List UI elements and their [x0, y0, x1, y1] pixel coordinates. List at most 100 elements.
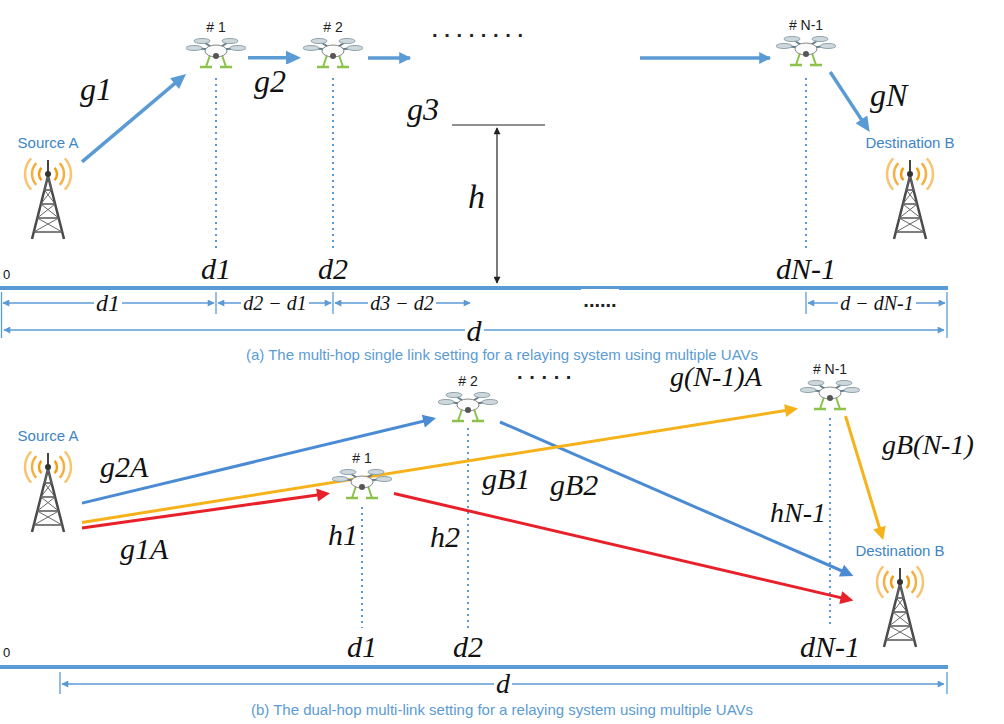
- drop-line: [332, 78, 334, 250]
- uav-relay: # 1: [184, 16, 248, 74]
- link-line: [82, 421, 425, 503]
- channel-gain-label: g1: [78, 72, 114, 107]
- ellipsis: ......: [581, 289, 618, 311]
- axis-origin: 0: [3, 646, 10, 660]
- height-label: h: [466, 178, 487, 215]
- link-line: [500, 422, 843, 572]
- ground-axis: [0, 665, 948, 669]
- tick: [332, 292, 333, 314]
- height-arrow: [496, 128, 497, 283]
- tick: [946, 292, 947, 338]
- uav-icon: [438, 390, 498, 426]
- uav-label: # N-1: [813, 360, 847, 378]
- axes: [0, 286, 948, 669]
- height-label: hN-1: [768, 498, 828, 529]
- drop-line: [361, 507, 363, 628]
- ground-axis: [0, 286, 948, 290]
- height-reference: [452, 124, 545, 125]
- uav-label: # 2: [458, 372, 477, 390]
- base-station: Destination B: [853, 540, 946, 650]
- drop-lines: [216, 78, 830, 628]
- tick: [59, 672, 60, 694]
- hop-arrow: [368, 56, 410, 60]
- base-station: Source A: [14, 132, 82, 242]
- position-label: d2: [451, 630, 485, 663]
- station-label: Source A: [18, 134, 79, 152]
- drop-line: [215, 78, 217, 250]
- tower-icon: [16, 152, 80, 240]
- uav-label: # 2: [323, 18, 342, 36]
- uav-relay: # 2: [301, 16, 365, 74]
- tower-icon: [16, 445, 80, 533]
- channel-link: [82, 404, 798, 522]
- arrowhead: [873, 526, 886, 540]
- uav-relay: # N-1: [774, 14, 838, 72]
- uav-relay: # 1: [330, 447, 394, 505]
- station-label: Destination B: [865, 134, 954, 152]
- uav-relay: # N-1: [798, 358, 862, 416]
- caption: (a) The multi-hop single link setting fo…: [244, 347, 760, 364]
- dimension-label: d − dN-1: [838, 292, 916, 314]
- position-label: d2: [316, 252, 350, 285]
- dimension-label: d: [465, 314, 484, 347]
- channel-link: [248, 51, 301, 65]
- arrowhead: [422, 415, 436, 428]
- arrowhead: [856, 116, 870, 132]
- uav-label: # 1: [206, 18, 225, 36]
- channel-gain-label: gB(N-1): [880, 430, 976, 461]
- dimension-label: d: [494, 669, 512, 700]
- link-line: [82, 495, 319, 528]
- uav-label: # 1: [352, 449, 371, 467]
- station-label: Destination B: [855, 542, 944, 560]
- tick: [805, 292, 806, 314]
- uav-icon: [186, 36, 246, 72]
- link-line: [82, 410, 787, 522]
- position-label: dN-1: [774, 252, 838, 285]
- uav-icon: [800, 378, 860, 414]
- arrowhead: [839, 591, 853, 604]
- channel-gain-label: g3: [405, 92, 441, 127]
- channel-link: [82, 415, 436, 503]
- ellipsis: · · · · ·: [515, 366, 575, 388]
- channel-link: [500, 422, 853, 577]
- channel-gain-label: g2A: [98, 450, 150, 483]
- height-label: h2: [428, 520, 462, 553]
- hop-arrow: [640, 56, 770, 60]
- tower-icon: [878, 152, 942, 240]
- drop-line: [805, 78, 807, 250]
- dimension-lines: [2, 292, 948, 694]
- position-label: d1: [345, 630, 379, 663]
- channel-gain-label: gB2: [548, 468, 600, 501]
- channel-gain-label: g2: [252, 64, 288, 99]
- base-station: Destination B: [863, 132, 956, 242]
- base-station: Source A: [14, 425, 82, 535]
- station-label: Source A: [18, 427, 79, 445]
- arrowhead: [784, 404, 798, 417]
- drop-line: [467, 428, 469, 628]
- channel-gain-label: gB1: [480, 462, 532, 495]
- position-label: dN-1: [798, 630, 862, 663]
- arrowhead: [170, 74, 186, 89]
- uav-icon: [332, 467, 392, 503]
- channel-gain-label: g1A: [118, 532, 170, 565]
- axis-origin: 0: [3, 268, 10, 282]
- arrowhead: [839, 565, 854, 577]
- arrowhead: [316, 489, 330, 502]
- position-label: d1: [199, 252, 233, 285]
- uav-icon: [303, 36, 363, 72]
- height-label: h1: [326, 518, 360, 551]
- caption: (b) The dual-hop multi-link setting for …: [249, 702, 755, 719]
- uav-relay: # 2: [436, 370, 500, 428]
- arrowhead: [286, 51, 301, 65]
- ellipsis: · · · · · · · ·: [430, 24, 526, 46]
- tick: [946, 672, 947, 694]
- dimension-label: d2 − d1: [241, 292, 309, 314]
- tick: [215, 292, 216, 314]
- channel-gain-label: gN: [868, 78, 909, 113]
- dimension-label: d1: [94, 290, 122, 316]
- dimension-label: d3 − d2: [368, 292, 436, 314]
- uav-label: # N-1: [789, 16, 823, 34]
- uav-icon: [776, 34, 836, 70]
- height-marker: [452, 125, 545, 283]
